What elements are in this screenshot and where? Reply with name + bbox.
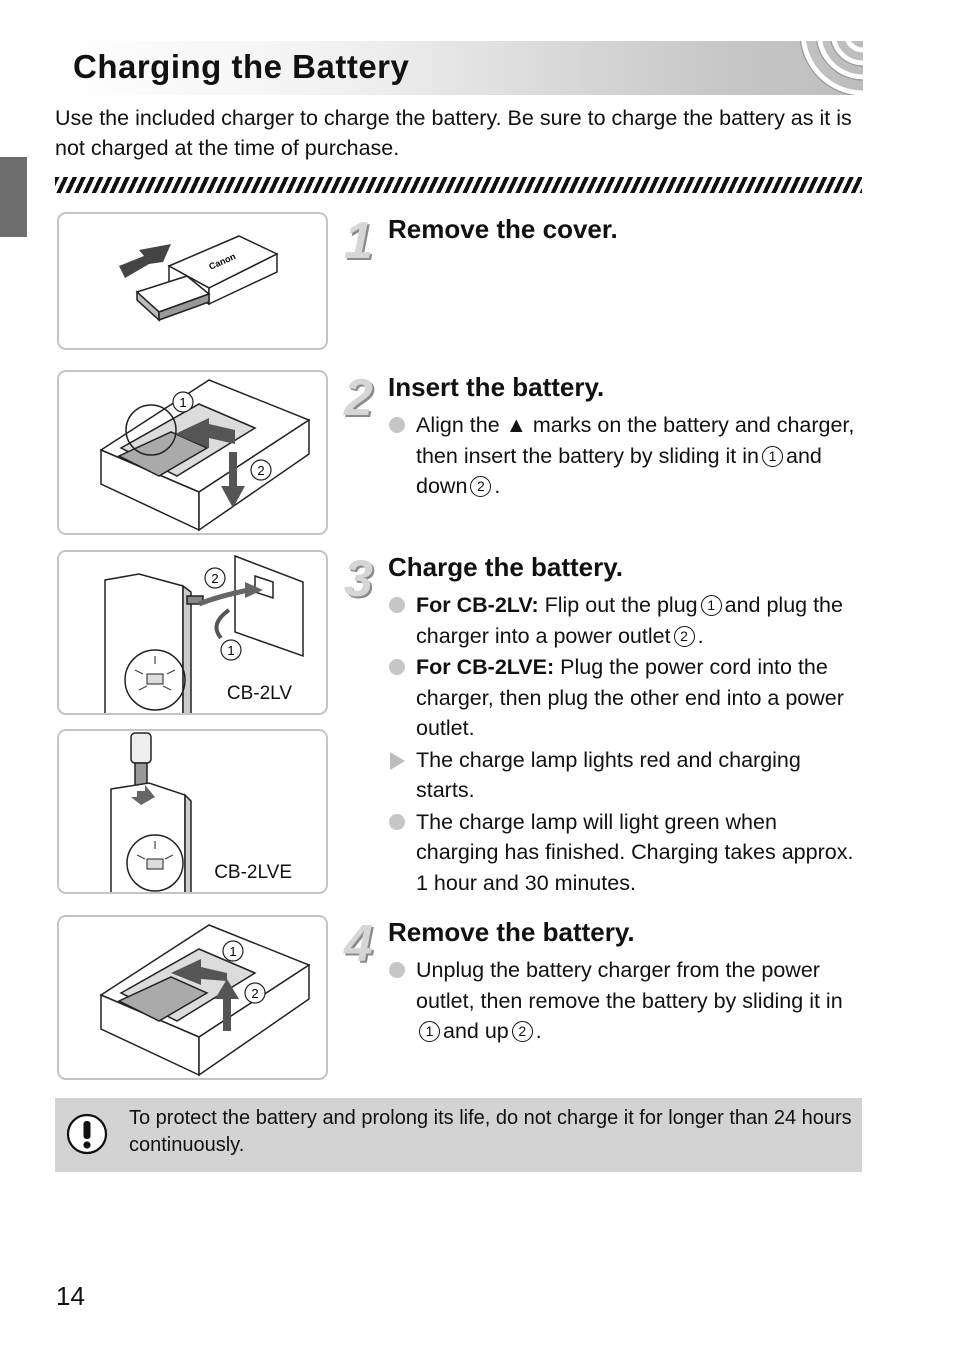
figure-cb2lv: 2 1 CB-2LV: [57, 550, 328, 715]
step-number-2: 2: [344, 369, 373, 427]
step-1-heading: Remove the cover.: [388, 214, 618, 244]
figure-remove-battery: 1 2: [57, 915, 328, 1080]
caution-text: To protect the battery and prolong its l…: [129, 1107, 852, 1156]
intro-text: Use the included charger to charge the b…: [55, 106, 852, 160]
svg-text:1: 1: [227, 643, 234, 658]
step-4-heading: Remove the battery.: [388, 917, 635, 947]
title-decoration: [799, 41, 863, 95]
svg-text:1: 1: [229, 944, 236, 959]
caution-note: To protect the battery and prolong its l…: [55, 1098, 862, 1172]
cb2lve-label: CB-2LVE: [214, 862, 292, 883]
circled-2-icon: 2: [470, 476, 492, 497]
circled-1-icon: 1: [419, 1021, 440, 1042]
circled-2-icon: 2: [673, 625, 695, 647]
step-number-4: 4: [344, 915, 373, 973]
svg-text:2: 2: [257, 463, 264, 478]
section-divider: [55, 177, 862, 193]
step-2-heading: Insert the battery.: [388, 372, 605, 402]
list-item: For CB-2LVE: Plug the power cord into th…: [389, 652, 864, 744]
battery-cover-illustration: Canon: [119, 235, 279, 322]
step-4-bullets: Unplug the battery charger from the powe…: [389, 955, 864, 1047]
svg-text:2: 2: [251, 986, 258, 1001]
insert-battery-illustration: 1 2: [99, 379, 311, 532]
bullet-dot-icon: [389, 417, 405, 433]
remove-battery-illustration: 1 2: [99, 924, 311, 1077]
bullet-dot-icon: [389, 659, 405, 675]
figure-cb2lve: CB-2LVE: [57, 729, 328, 894]
list-item: Align the ▲ marks on the battery and cha…: [389, 410, 864, 502]
exclamation-circle-icon: [66, 1113, 108, 1155]
step-3-heading: Charge the battery.: [388, 552, 624, 582]
svg-text:2: 2: [211, 571, 218, 586]
section-side-tab: [0, 157, 27, 237]
page-title: Charging the Battery: [73, 48, 410, 85]
step-number-3: 3: [344, 550, 373, 608]
list-item: The charge lamp will light green when ch…: [389, 807, 864, 899]
cb2lv-label: CB-2LV: [226, 683, 292, 704]
circled-2-icon: 2: [511, 1021, 533, 1042]
bullet-dot-icon: [389, 962, 405, 978]
bullet-dot-icon: [389, 597, 405, 613]
list-item: Unplug the battery charger from the powe…: [389, 955, 864, 1047]
result-arrow-icon: [390, 751, 405, 770]
circled-1-icon: 1: [762, 445, 783, 467]
figure-insert-battery: 1 2: [57, 370, 328, 535]
svg-text:1: 1: [179, 395, 186, 410]
page-number: 14: [56, 1281, 85, 1311]
step-2-bullets: Align the ▲ marks on the battery and cha…: [389, 410, 864, 502]
step-number-1: 1: [344, 212, 373, 270]
list-item: The charge lamp lights red and charging …: [389, 745, 864, 806]
cb2lve-charger-illustration: [110, 732, 192, 892]
title-bar: Charging the Battery: [55, 41, 863, 95]
figure-remove-cover: Canon: [57, 212, 328, 350]
circled-1-icon: 1: [700, 595, 722, 616]
cb2lv-charger-illustration: 2 1: [104, 554, 304, 713]
bullet-dot-icon: [389, 813, 405, 830]
